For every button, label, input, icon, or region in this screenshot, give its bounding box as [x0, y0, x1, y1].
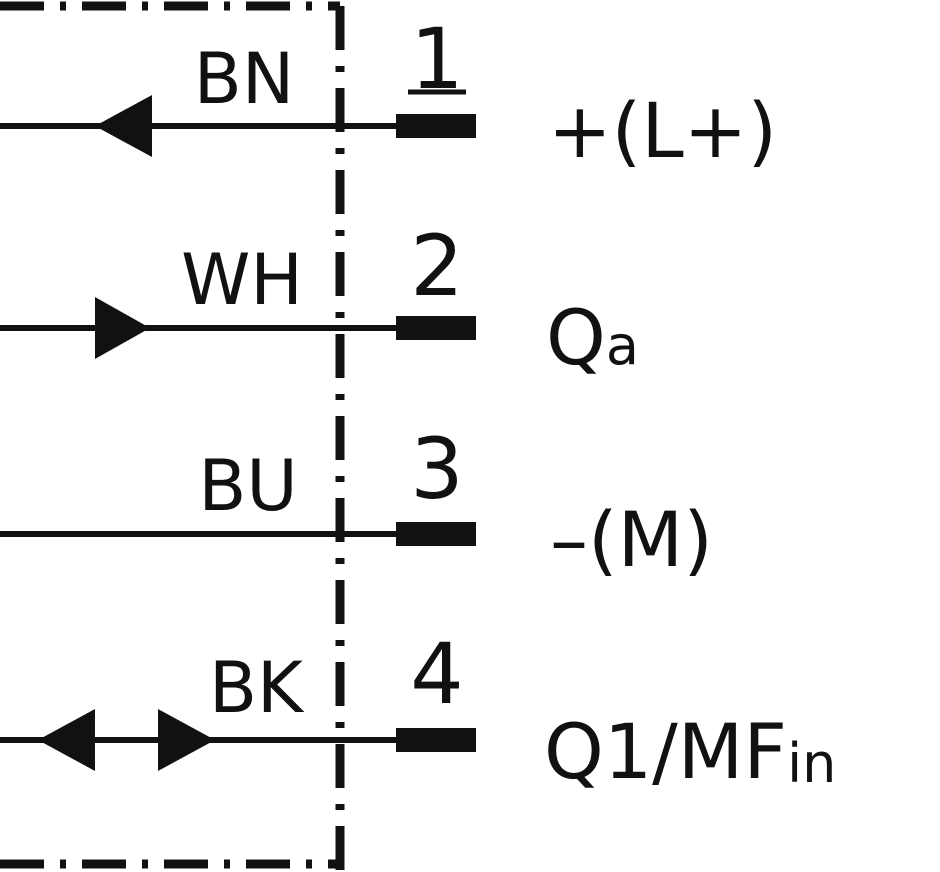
pin-4-terminal	[396, 728, 476, 752]
pin-row-4: BK 4 Q1/MFin	[0, 625, 836, 796]
pin-2-number: 2	[410, 217, 463, 315]
pin-1-wire-color: BN	[194, 38, 294, 120]
pin-3-signal: –(M)	[550, 495, 713, 584]
pin-4-number: 4	[410, 625, 463, 723]
pin-2-output-arrow-icon	[95, 297, 150, 359]
pin-3-wire-color: BU	[198, 445, 297, 527]
pin-4-signal: Q1/MFin	[544, 707, 836, 796]
pin-3-terminal	[396, 522, 476, 546]
pin-1-terminal	[396, 114, 476, 138]
pin-3-number: 3	[410, 420, 463, 518]
pin-4-output-arrow-icon	[158, 709, 215, 771]
pin-1-signal: +(L+)	[548, 86, 777, 175]
pin-4-wire-color: BK	[209, 647, 305, 729]
pin-4-input-arrow-icon	[38, 709, 95, 771]
pin-4-signal-subscript: in	[787, 732, 836, 795]
pin-2-terminal	[396, 316, 476, 340]
pin-2-wire-color: WH	[181, 239, 303, 321]
pin-1-input-arrow-icon	[95, 95, 152, 157]
housing-boundary	[0, 1, 345, 872]
pin-2-signal: Qa	[546, 293, 639, 382]
pin-row-3: BU 3 –(M)	[0, 420, 713, 584]
pin-row-2: WH 2 Qa	[0, 217, 639, 382]
pin-row-1: BN 1 +(L+)	[0, 10, 777, 175]
pin-2-signal-subscript: a	[606, 314, 639, 377]
